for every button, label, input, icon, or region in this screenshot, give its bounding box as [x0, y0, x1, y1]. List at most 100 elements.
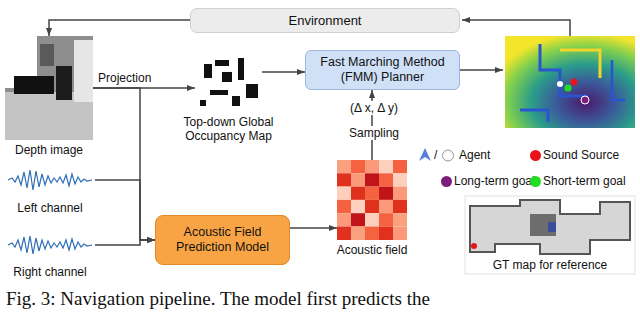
- heat-cell: [337, 187, 351, 200]
- obstacle: [215, 60, 229, 66]
- heatmap-node: Acoustic field: [337, 160, 407, 240]
- gt-map-node: GT map for reference: [465, 196, 635, 274]
- heat-cell: [379, 160, 393, 173]
- waveform: [8, 236, 92, 254]
- heat-cell: [379, 200, 393, 213]
- explored-wall: [520, 110, 548, 122]
- flow-arrow: [460, 69, 503, 71]
- gt-frame: [465, 196, 635, 274]
- audio-node: Right channel: [5, 228, 95, 262]
- gt-agent-area: [548, 222, 556, 232]
- obstacle: [200, 100, 206, 106]
- legend-swatch: [441, 176, 452, 187]
- figure-caption: Fig. 3: Navigation pipeline. The model f…: [6, 288, 634, 310]
- obstacle: [232, 96, 240, 106]
- edge-label: Sampling: [344, 126, 404, 140]
- obstacle: [222, 72, 232, 82]
- heat-cell: [379, 213, 393, 226]
- heat-cell: [351, 200, 365, 213]
- heat-cell: [365, 213, 379, 226]
- heat-cell: [337, 173, 351, 186]
- legend-text: Long-term goal: [454, 174, 535, 189]
- node-text: Acoustic field: [322, 243, 422, 257]
- planner-box: Fast Marching Method (FMM) Planner: [305, 50, 460, 90]
- heat-cell: [351, 227, 365, 241]
- image-node: Depth image: [5, 36, 93, 140]
- node-text: Environment: [289, 13, 362, 28]
- node-text: Depth image: [5, 143, 93, 157]
- connector: [95, 240, 155, 245]
- legend-swatch: [530, 150, 541, 161]
- heat-cell: [337, 200, 351, 213]
- connector: [49, 20, 190, 36]
- heat-cell: [351, 187, 365, 200]
- node-text: Acoustic Field Prediction Model: [164, 225, 281, 255]
- gt-room: [530, 214, 556, 236]
- explored-wall: [540, 44, 588, 96]
- heat-cell: [379, 173, 393, 186]
- explored-area: [560, 50, 600, 78]
- depth-object: [40, 44, 54, 66]
- heat-cell: [393, 213, 407, 226]
- explored-wall: [612, 60, 625, 100]
- heat-cell: [365, 160, 379, 173]
- legend-text: Sound Source: [543, 148, 619, 163]
- heat-cell: [351, 160, 365, 173]
- heat-cell: [337, 160, 351, 173]
- gt-sound-source: [471, 243, 477, 249]
- depth-object: [14, 76, 54, 94]
- waveform: [8, 170, 92, 190]
- environment-box: Environment: [190, 8, 460, 33]
- depth-object: [56, 66, 72, 100]
- map-ground: [195, 52, 262, 112]
- depth-wall: [74, 40, 93, 102]
- node-text: Top-down Global Occupancy Map: [173, 115, 285, 143]
- connector: [93, 88, 155, 240]
- feedback-arrow: [462, 20, 570, 36]
- agent: [557, 81, 563, 87]
- edge-label: Projection: [96, 71, 153, 85]
- model-box: Acoustic Field Prediction Model: [155, 215, 290, 265]
- acoustic-heatmap: [337, 160, 407, 240]
- connector: [290, 227, 337, 229]
- depth-ground: [5, 36, 93, 140]
- distance-field: [505, 36, 635, 128]
- legend-swatch: [530, 176, 541, 187]
- obstacle: [210, 90, 228, 95]
- heat-cell: [393, 173, 407, 186]
- offset-label: (Δ x, Δ y): [334, 101, 414, 115]
- legend-text: Agent: [459, 148, 490, 163]
- heat-cell: [365, 200, 379, 213]
- audio-node: Left channel: [5, 162, 95, 198]
- heat-cell: [365, 173, 379, 186]
- heat-cell: [337, 213, 351, 226]
- heat-cell: [393, 160, 407, 173]
- heat-cell: [393, 227, 407, 241]
- heat-cell: [365, 227, 379, 241]
- agent-icon: [419, 148, 431, 161]
- connector: [95, 180, 155, 240]
- node-text: Fast Marching Method (FMM) Planner: [316, 55, 449, 85]
- depth-image: [5, 36, 93, 140]
- long-term-goal: [581, 96, 589, 104]
- gt-floorplan: [470, 200, 630, 254]
- heat-cell: [351, 213, 365, 226]
- heat-cell: [351, 173, 365, 186]
- node-text: GT map for reference: [493, 258, 608, 272]
- image-node: Top-down Global Occupancy Map: [195, 52, 262, 112]
- separator: /: [434, 148, 437, 162]
- legend-text: Short-term goal: [543, 174, 626, 189]
- obstacle: [246, 84, 258, 98]
- short-term-goal: [565, 85, 572, 92]
- heat-cell: [379, 227, 393, 241]
- connector: [262, 71, 305, 73]
- gt-map: [465, 196, 635, 274]
- navigation-map: [505, 36, 635, 128]
- heat-cell: [337, 227, 351, 241]
- heat-cell: [365, 187, 379, 200]
- occupancy-map: [195, 52, 262, 112]
- node-text: Right channel: [2, 265, 98, 279]
- node-text: Left channel: [2, 201, 98, 215]
- sound-source: [571, 79, 578, 86]
